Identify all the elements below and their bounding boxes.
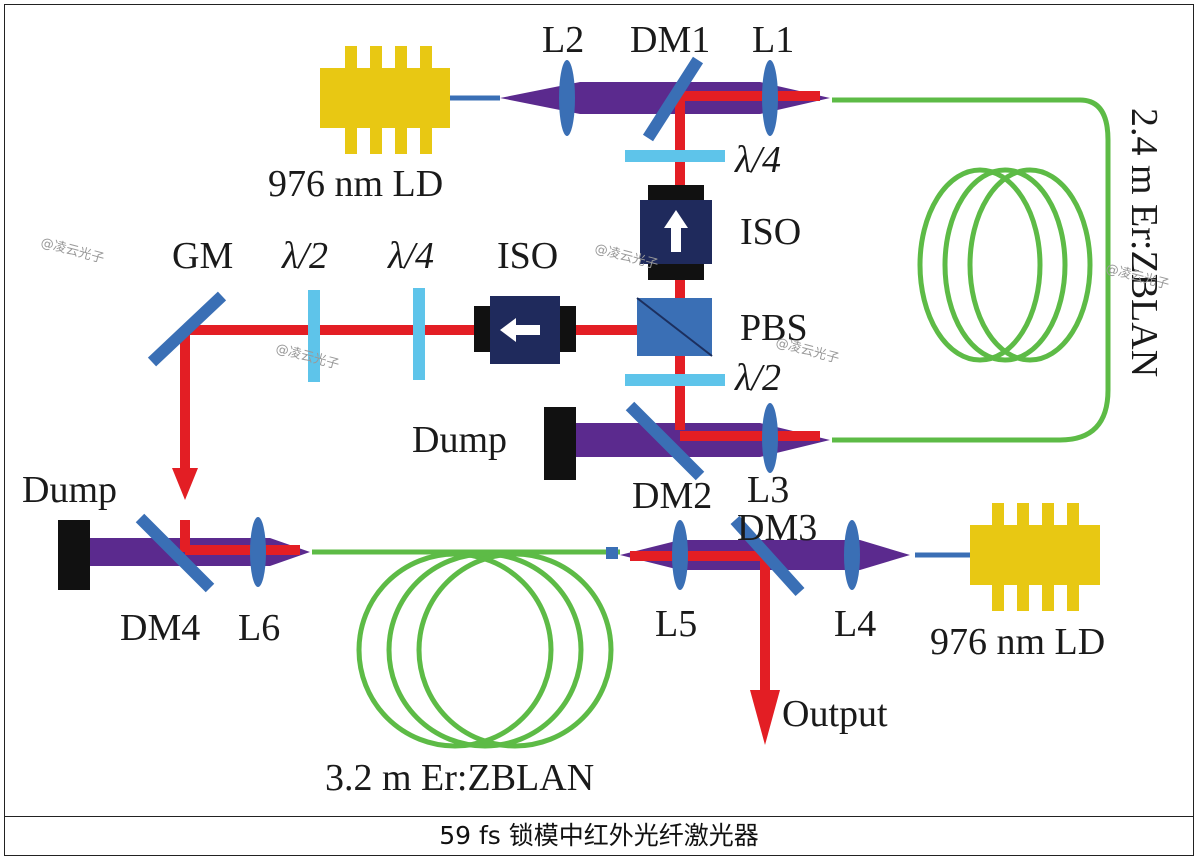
qwp-top [625, 150, 725, 162]
label-l6: L6 [238, 607, 280, 649]
label-fiber-top: 2.4 m Er:ZBLAN [1123, 108, 1165, 377]
label-dump-mid: Dump [412, 419, 507, 461]
hwp-left [308, 290, 320, 382]
isolator-vertical [640, 185, 712, 280]
label-iso-vertical: ISO [740, 211, 801, 253]
label-hwp-right: λ/2 [734, 357, 781, 399]
fiber-top-coil [832, 97, 1111, 443]
label-l1: L1 [752, 19, 794, 61]
mirror-dm3 [730, 515, 805, 597]
isolator-horizontal [474, 296, 576, 364]
beam-arrow-down [172, 468, 198, 500]
fiber-bottom-coil [312, 549, 620, 749]
beam-dump-left [58, 520, 90, 590]
label-ld-bottom: 976 nm LD [930, 621, 1105, 663]
beam-dump-mid [544, 407, 576, 480]
label-gm: GM [172, 235, 233, 277]
laser-diode-top [320, 46, 500, 154]
label-dump-left: Dump [22, 469, 117, 511]
label-dm1: DM1 [630, 19, 710, 61]
output-arrow [750, 690, 780, 745]
label-pbs: PBS [740, 307, 808, 349]
label-dm2: DM2 [632, 475, 712, 517]
label-dm4: DM4 [120, 607, 200, 649]
mirrors [135, 56, 805, 597]
laser-diode-bottom [915, 503, 1100, 611]
mirror-dm4 [135, 513, 215, 593]
fiber-connector [606, 547, 618, 559]
lens-l3 [762, 403, 778, 473]
watermark: @凌云光子 [39, 235, 106, 266]
label-qwp-top: λ/4 [734, 139, 781, 181]
waveplates [308, 150, 725, 386]
caption-divider [4, 816, 1194, 817]
label-l5: L5 [655, 603, 697, 645]
pbs-cube [636, 297, 713, 357]
label-dm3: DM3 [737, 507, 817, 549]
label-ld-top: 976 nm LD [268, 163, 443, 205]
mirror-gm [147, 291, 227, 367]
qwp-left [413, 288, 425, 380]
lens-l4 [844, 520, 860, 590]
watermark: @凌云光子 [274, 341, 341, 372]
lens-l6 [250, 517, 266, 587]
figure-caption: 59 fs 锁模中红外光纤激光器 [439, 821, 759, 850]
label-l3: L3 [747, 469, 789, 511]
hwp-right [625, 374, 725, 386]
lens-l5 [672, 520, 688, 590]
label-hwp-left: λ/2 [281, 235, 328, 277]
label-fiber-bottom: 3.2 m Er:ZBLAN [325, 757, 594, 799]
mirror-dm1 [642, 56, 704, 142]
label-iso-horizontal: ISO [497, 235, 558, 277]
label-qwp-left: λ/4 [387, 235, 434, 277]
label-l2: L2 [542, 19, 584, 61]
lenses [250, 60, 860, 590]
lens-l1 [762, 60, 778, 136]
lens-l2 [559, 60, 575, 136]
mirror-dm2 [625, 401, 705, 481]
label-l4: L4 [834, 603, 876, 645]
label-output: Output [782, 693, 888, 735]
